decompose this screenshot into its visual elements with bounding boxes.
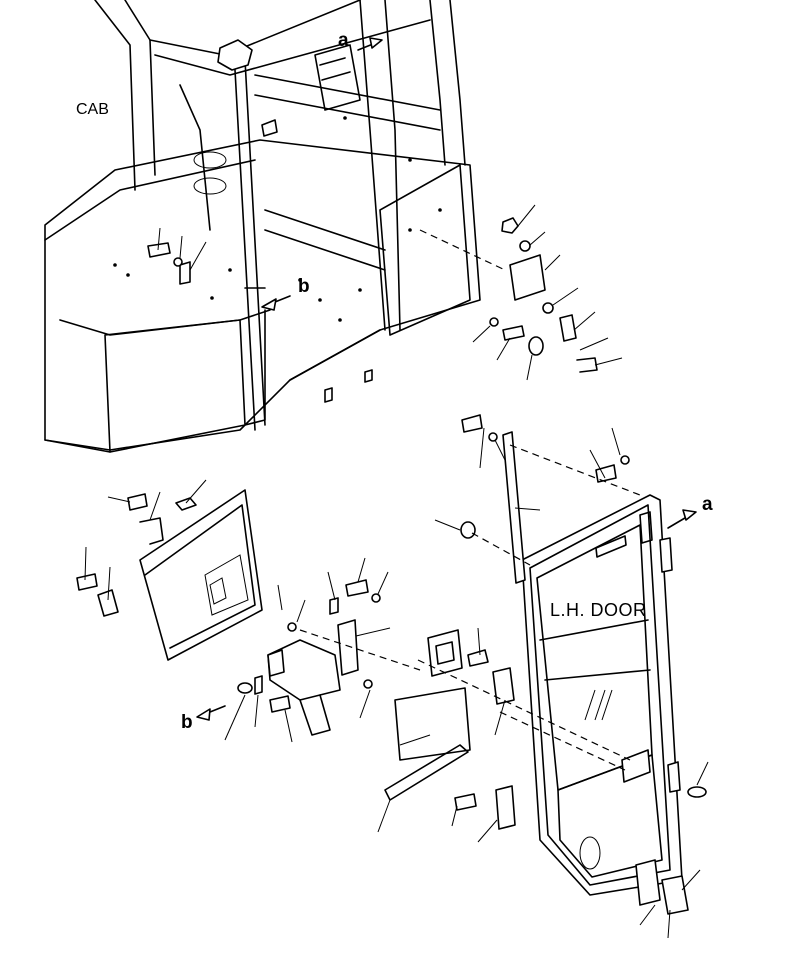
cab-frame bbox=[44, 0, 481, 453]
door-fasteners bbox=[434, 414, 709, 939]
lh-door-label: L.H. DOOR bbox=[550, 600, 647, 620]
lh-door bbox=[417, 494, 683, 896]
trim-panel-assembly bbox=[76, 479, 516, 843]
reference-a-right: a bbox=[702, 494, 713, 515]
reference-b-middle: b bbox=[298, 276, 310, 297]
striker-hardware bbox=[147, 204, 623, 381]
reference-b-left: b bbox=[181, 712, 193, 733]
reference-a-top: a bbox=[338, 30, 349, 51]
cab-label: CAB bbox=[76, 101, 109, 118]
reference-arrows bbox=[196, 37, 697, 721]
